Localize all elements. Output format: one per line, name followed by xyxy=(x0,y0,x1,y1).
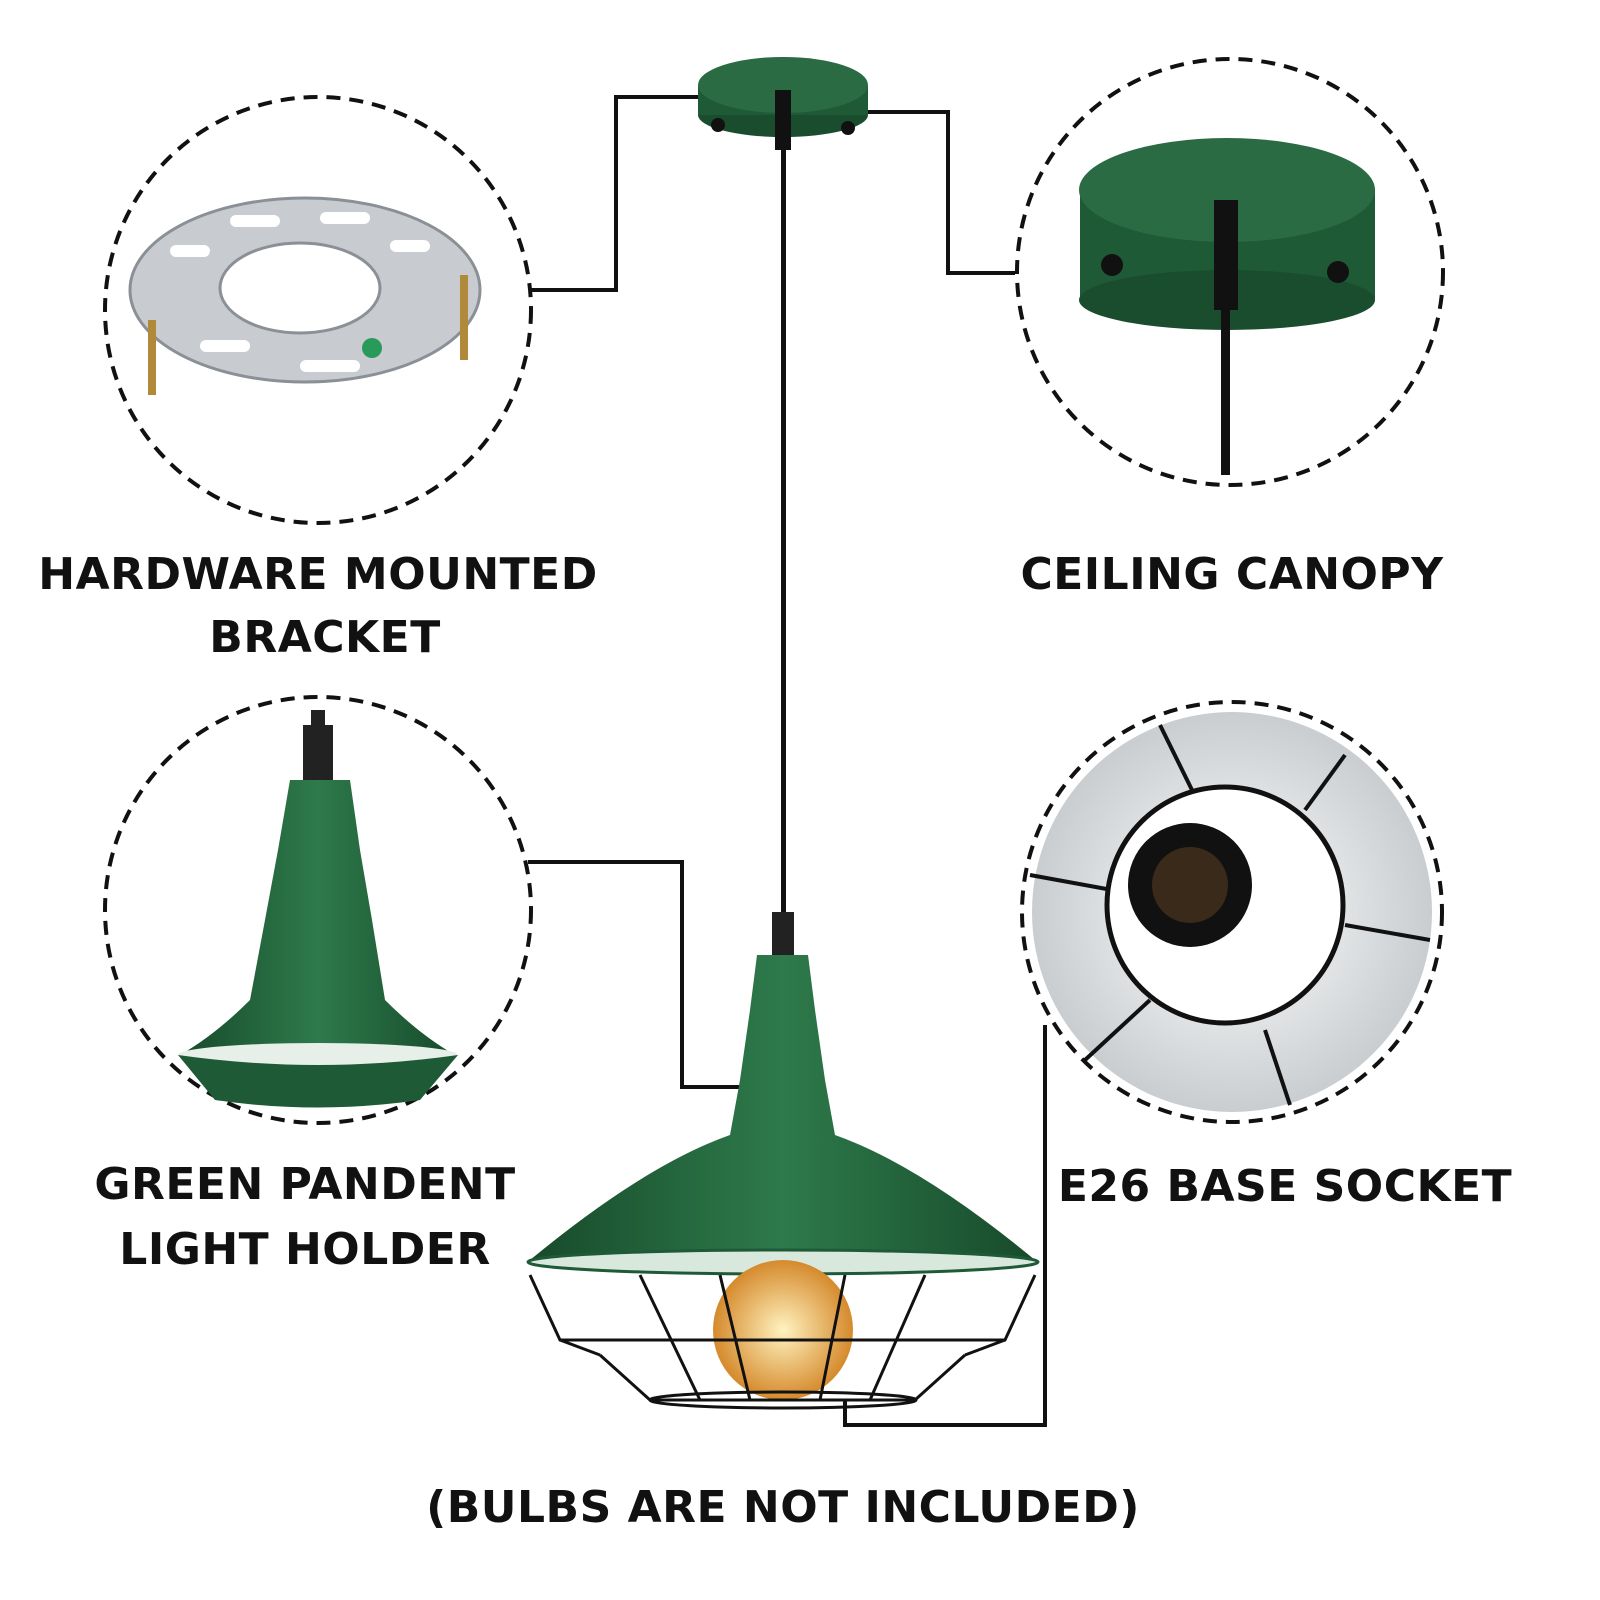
socket-detail-circle xyxy=(1020,700,1444,1124)
bulbs-not-included-note: (BULBS ARE NOT INCLUDED) xyxy=(426,1482,1140,1533)
bracket-label-line2: BRACKET xyxy=(209,612,441,663)
holder-image xyxy=(178,710,458,1108)
holder-detail-circle xyxy=(103,695,533,1125)
bracket-image xyxy=(128,196,482,395)
socket-label: E26 BASE SOCKET xyxy=(1057,1161,1513,1212)
canopy-image xyxy=(1079,138,1375,475)
canopy-label: CEILING CANOPY xyxy=(1020,549,1444,600)
holder-label-line2: LIGHT HOLDER xyxy=(119,1224,491,1275)
bracket-detail-circle xyxy=(103,95,533,525)
holder-label-line1: GREEN PANDENT xyxy=(94,1159,516,1210)
connector-lines xyxy=(528,95,1047,1427)
socket-image xyxy=(1029,712,1432,1112)
canopy-detail-circle xyxy=(1015,57,1445,487)
bracket-label-line1: HARDWARE MOUNTED xyxy=(38,549,598,600)
pendant-lamp-image xyxy=(526,57,1040,1410)
